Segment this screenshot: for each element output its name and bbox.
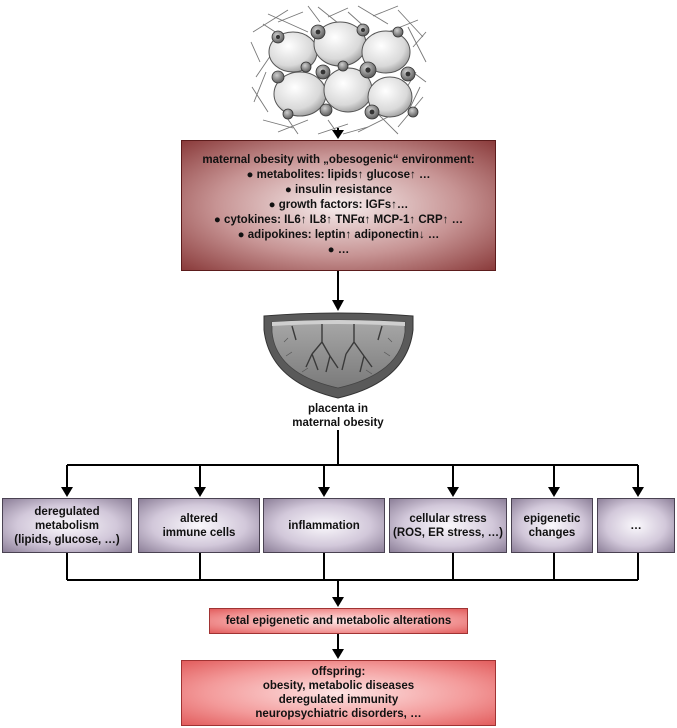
effect-stress-line2: (ROS, ER stress, …) bbox=[393, 526, 503, 539]
effect-epigenetic-line1: epigenetic bbox=[523, 512, 581, 525]
offspring-item-obesity: obesity, metabolic diseases bbox=[262, 680, 415, 692]
effect-metabolism-line1: deregulated bbox=[34, 505, 100, 518]
maternal-item-metabolites: ● metabolites: lipids↑ glucose↑ … bbox=[246, 169, 431, 181]
offspring-item-neuro: neuropsychiatric disorders, … bbox=[255, 708, 422, 720]
effect-epigenetic-line2: changes bbox=[528, 526, 576, 539]
placenta-illustration bbox=[263, 312, 414, 399]
effect-box-immune: altered immune cells bbox=[138, 498, 260, 553]
effect-box-epigenetic: epigenetic changes bbox=[511, 498, 593, 553]
maternal-obesity-title: maternal obesity with „obesogenic“ envir… bbox=[202, 154, 475, 166]
maternal-item-adipokines: ● adipokines: leptin↑ adiponectin↓ … bbox=[237, 229, 440, 241]
effect-more-label: … bbox=[630, 519, 642, 532]
placenta-label-line1: placenta in bbox=[307, 403, 369, 415]
placenta-label: placenta in maternal obesity bbox=[238, 402, 438, 430]
effect-inflammation-label: inflammation bbox=[288, 519, 360, 532]
offspring-item-immunity: deregulated immunity bbox=[278, 694, 399, 706]
effect-immune-line1: altered bbox=[180, 512, 218, 525]
effect-metabolism-line3: (lipids, glucose, …) bbox=[14, 533, 120, 546]
effect-stress-line1: cellular stress bbox=[409, 512, 487, 525]
effect-metabolism-line2: metabolism bbox=[35, 519, 99, 532]
placenta-label-line2: maternal obesity bbox=[292, 417, 384, 429]
effect-box-cellular-stress: cellular stress (ROS, ER stress, …) bbox=[389, 498, 507, 553]
offspring-title: offspring: bbox=[311, 666, 366, 678]
effect-box-inflammation: inflammation bbox=[263, 498, 385, 553]
maternal-item-more: ● … bbox=[327, 244, 350, 256]
fetal-alterations-label: fetal epigenetic and metabolic alteratio… bbox=[225, 615, 452, 627]
adipose-tissue-illustration bbox=[250, 5, 427, 135]
effect-box-metabolism: deregulated metabolism (lipids, glucose,… bbox=[2, 498, 132, 553]
effect-immune-line2: immune cells bbox=[162, 526, 236, 539]
effect-box-more: … bbox=[597, 498, 675, 553]
maternal-item-insulin: ● insulin resistance bbox=[284, 184, 393, 196]
offspring-box: offspring: obesity, metabolic diseases d… bbox=[181, 660, 496, 726]
maternal-item-growth-factors: ● growth factors: IGFs↑… bbox=[268, 199, 409, 211]
maternal-obesity-box: maternal obesity with „obesogenic“ envir… bbox=[181, 140, 496, 271]
fetal-alterations-box: fetal epigenetic and metabolic alteratio… bbox=[209, 608, 468, 634]
maternal-item-cytokines: ● cytokines: IL6↑ IL8↑ TNFα↑ MCP-1↑ CRP↑… bbox=[213, 214, 464, 226]
